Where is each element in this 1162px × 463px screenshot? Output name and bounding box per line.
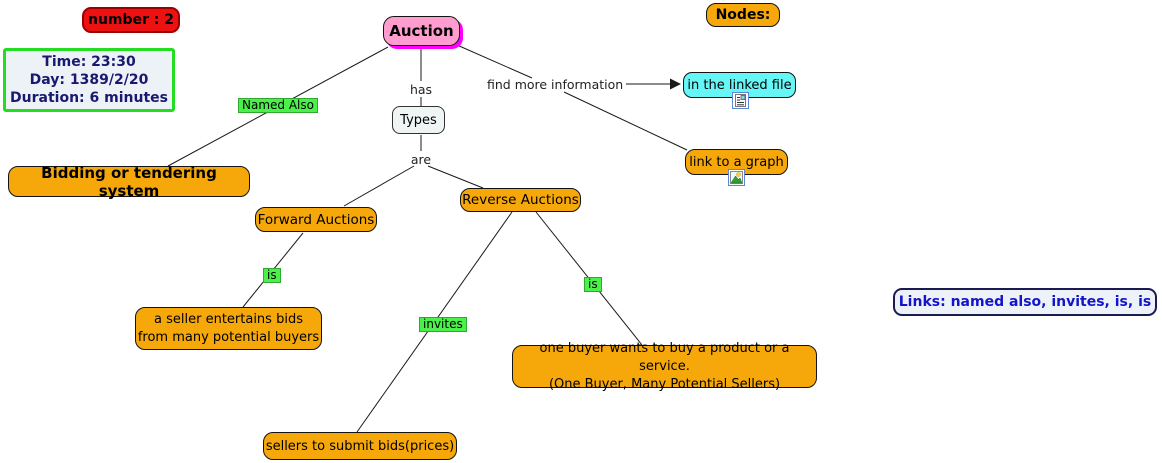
info-day: Day: 1389/2/20 <box>29 72 149 88</box>
node-seller-line1: a seller entertains bids <box>154 311 303 327</box>
linking-phrase-find-more-information[interactable]: find more information <box>487 77 624 92</box>
node-seller-entertains-bids[interactable]: a seller entertains bids from many poten… <box>135 307 322 350</box>
nodes-heading-label: Nodes: <box>715 7 771 23</box>
linking-phrase-are[interactable]: are <box>410 152 432 167</box>
connector-are-reverse <box>427 165 484 189</box>
session-info-box[interactable]: Time: 23:30 Day: 1389/2/20 Duration: 6 m… <box>3 48 175 112</box>
node-one-buyer-wants[interactable]: one buyer wants to buy a product or a se… <box>512 341 817 392</box>
links-summary-label: Links: named also, invites, is, is <box>898 294 1152 310</box>
nodes-heading[interactable]: Nodes: <box>706 3 780 27</box>
linking-phrase-is-right[interactable]: is <box>584 277 602 292</box>
node-reverse-auctions-label: Reverse Auctions <box>462 192 579 208</box>
node-auction-label: Auction <box>389 22 454 40</box>
node-bidding-label: Bidding or tendering system <box>41 163 217 200</box>
node-bidding-or-tendering-system[interactable]: Bidding or tendering system <box>8 163 250 200</box>
info-time: Time: 23:30 <box>42 54 136 70</box>
number-badge-label: number : 2 <box>87 12 175 28</box>
arrowhead-icon <box>670 78 681 90</box>
node-sellers-to-submit-bids[interactable]: sellers to submit bids(prices) <box>263 432 457 460</box>
node-reverse-auctions[interactable]: Reverse Auctions <box>460 188 581 212</box>
linking-phrase-is-left[interactable]: is <box>263 268 281 283</box>
node-buyer-line2: (One Buyer, Many Potential Sellers) <box>548 376 781 392</box>
node-types-label: Types <box>400 112 437 128</box>
node-in-the-linked-file-label: in the linked file <box>687 77 792 93</box>
info-duration: Duration: 6 minutes <box>10 90 168 106</box>
node-auction[interactable]: Auction <box>383 16 460 46</box>
connector-auction-findmore <box>456 44 533 79</box>
node-sellers-submit-label: sellers to submit bids(prices) <box>265 438 455 454</box>
connector-are-forward <box>343 165 415 207</box>
node-types[interactable]: Types <box>392 106 445 134</box>
node-seller-line2: from many potential buyers <box>137 329 320 345</box>
number-badge[interactable]: number : 2 <box>82 7 180 33</box>
node-forward-auctions-label: Forward Auctions <box>257 211 375 228</box>
linking-phrase-named-also[interactable]: Named Also <box>238 98 318 113</box>
node-forward-auctions[interactable]: Forward Auctions <box>255 207 377 232</box>
image-resource-icon[interactable] <box>728 169 745 186</box>
linking-phrase-invites[interactable]: invites <box>419 317 467 332</box>
node-link-to-a-graph-label: link to a graph <box>689 154 784 170</box>
linking-phrase-has[interactable]: has <box>409 82 433 97</box>
links-summary-box[interactable]: Links: named also, invites, is, is <box>893 288 1157 316</box>
connector-findmore-graph <box>563 91 688 151</box>
document-resource-icon[interactable] <box>732 92 749 109</box>
node-buyer-line1: one buyer wants to buy a product or a se… <box>539 340 790 374</box>
